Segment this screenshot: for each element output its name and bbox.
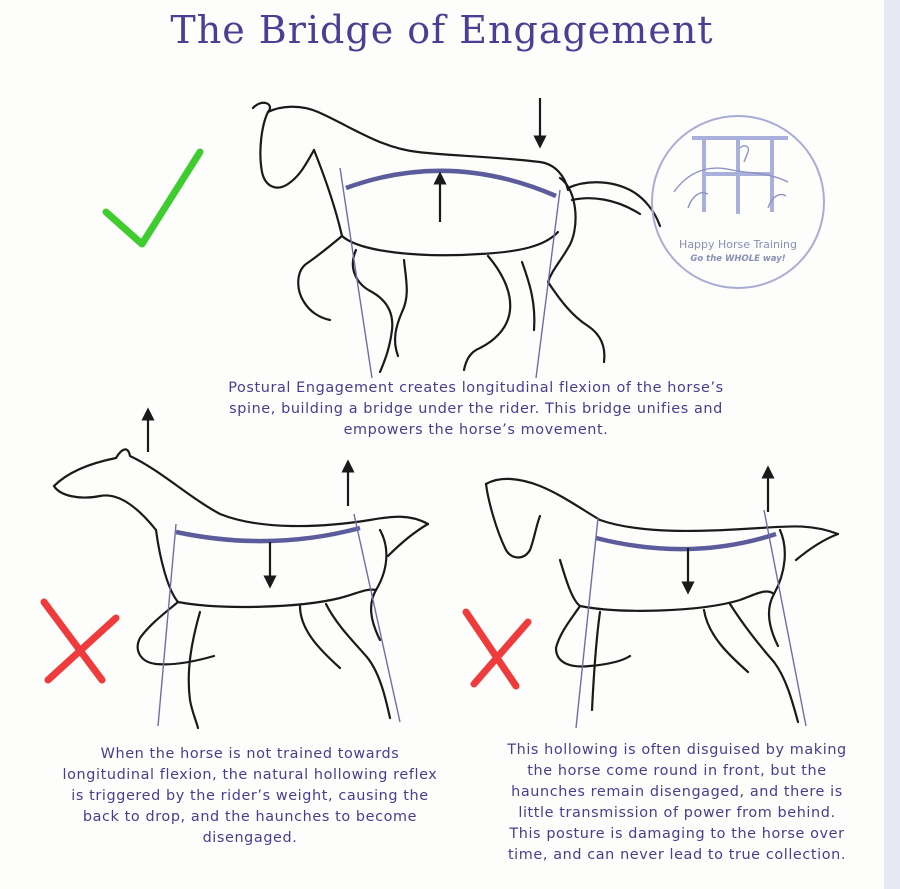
cross-mark-icon [462,608,532,690]
page-edge [884,0,900,889]
cross-mark-icon [40,598,120,684]
bridge-arc [595,531,777,552]
hollow-right-caption: This hollowing is often disguised by mak… [507,742,847,863]
hind-reference-line [339,167,373,379]
logo-tagline: Go the WHOLE way! [690,254,786,264]
fore-reference-line [535,189,561,379]
happy-horse-training-logo: Happy Horse Training Go the WHOLE way! [648,112,828,292]
fore-reference-line [763,509,807,727]
hind-reference-line [575,517,599,729]
engaged-caption: Postural Engagement creates longitudinal… [228,380,724,438]
bridge-arc [175,525,361,544]
hollow-horse-left [52,448,430,730]
hollow-horse-right [484,477,840,724]
logo-name: Happy Horse Training [679,238,797,251]
engaged-horse [251,101,662,374]
bridge-arc [345,168,557,199]
hollow-left-caption: When the horse is not trained towards lo… [62,746,438,846]
hind-reference-line [157,523,177,727]
check-mark-icon [102,148,204,248]
fore-reference-line [353,513,401,723]
page-title: The Bridge of Engagement [170,8,714,52]
